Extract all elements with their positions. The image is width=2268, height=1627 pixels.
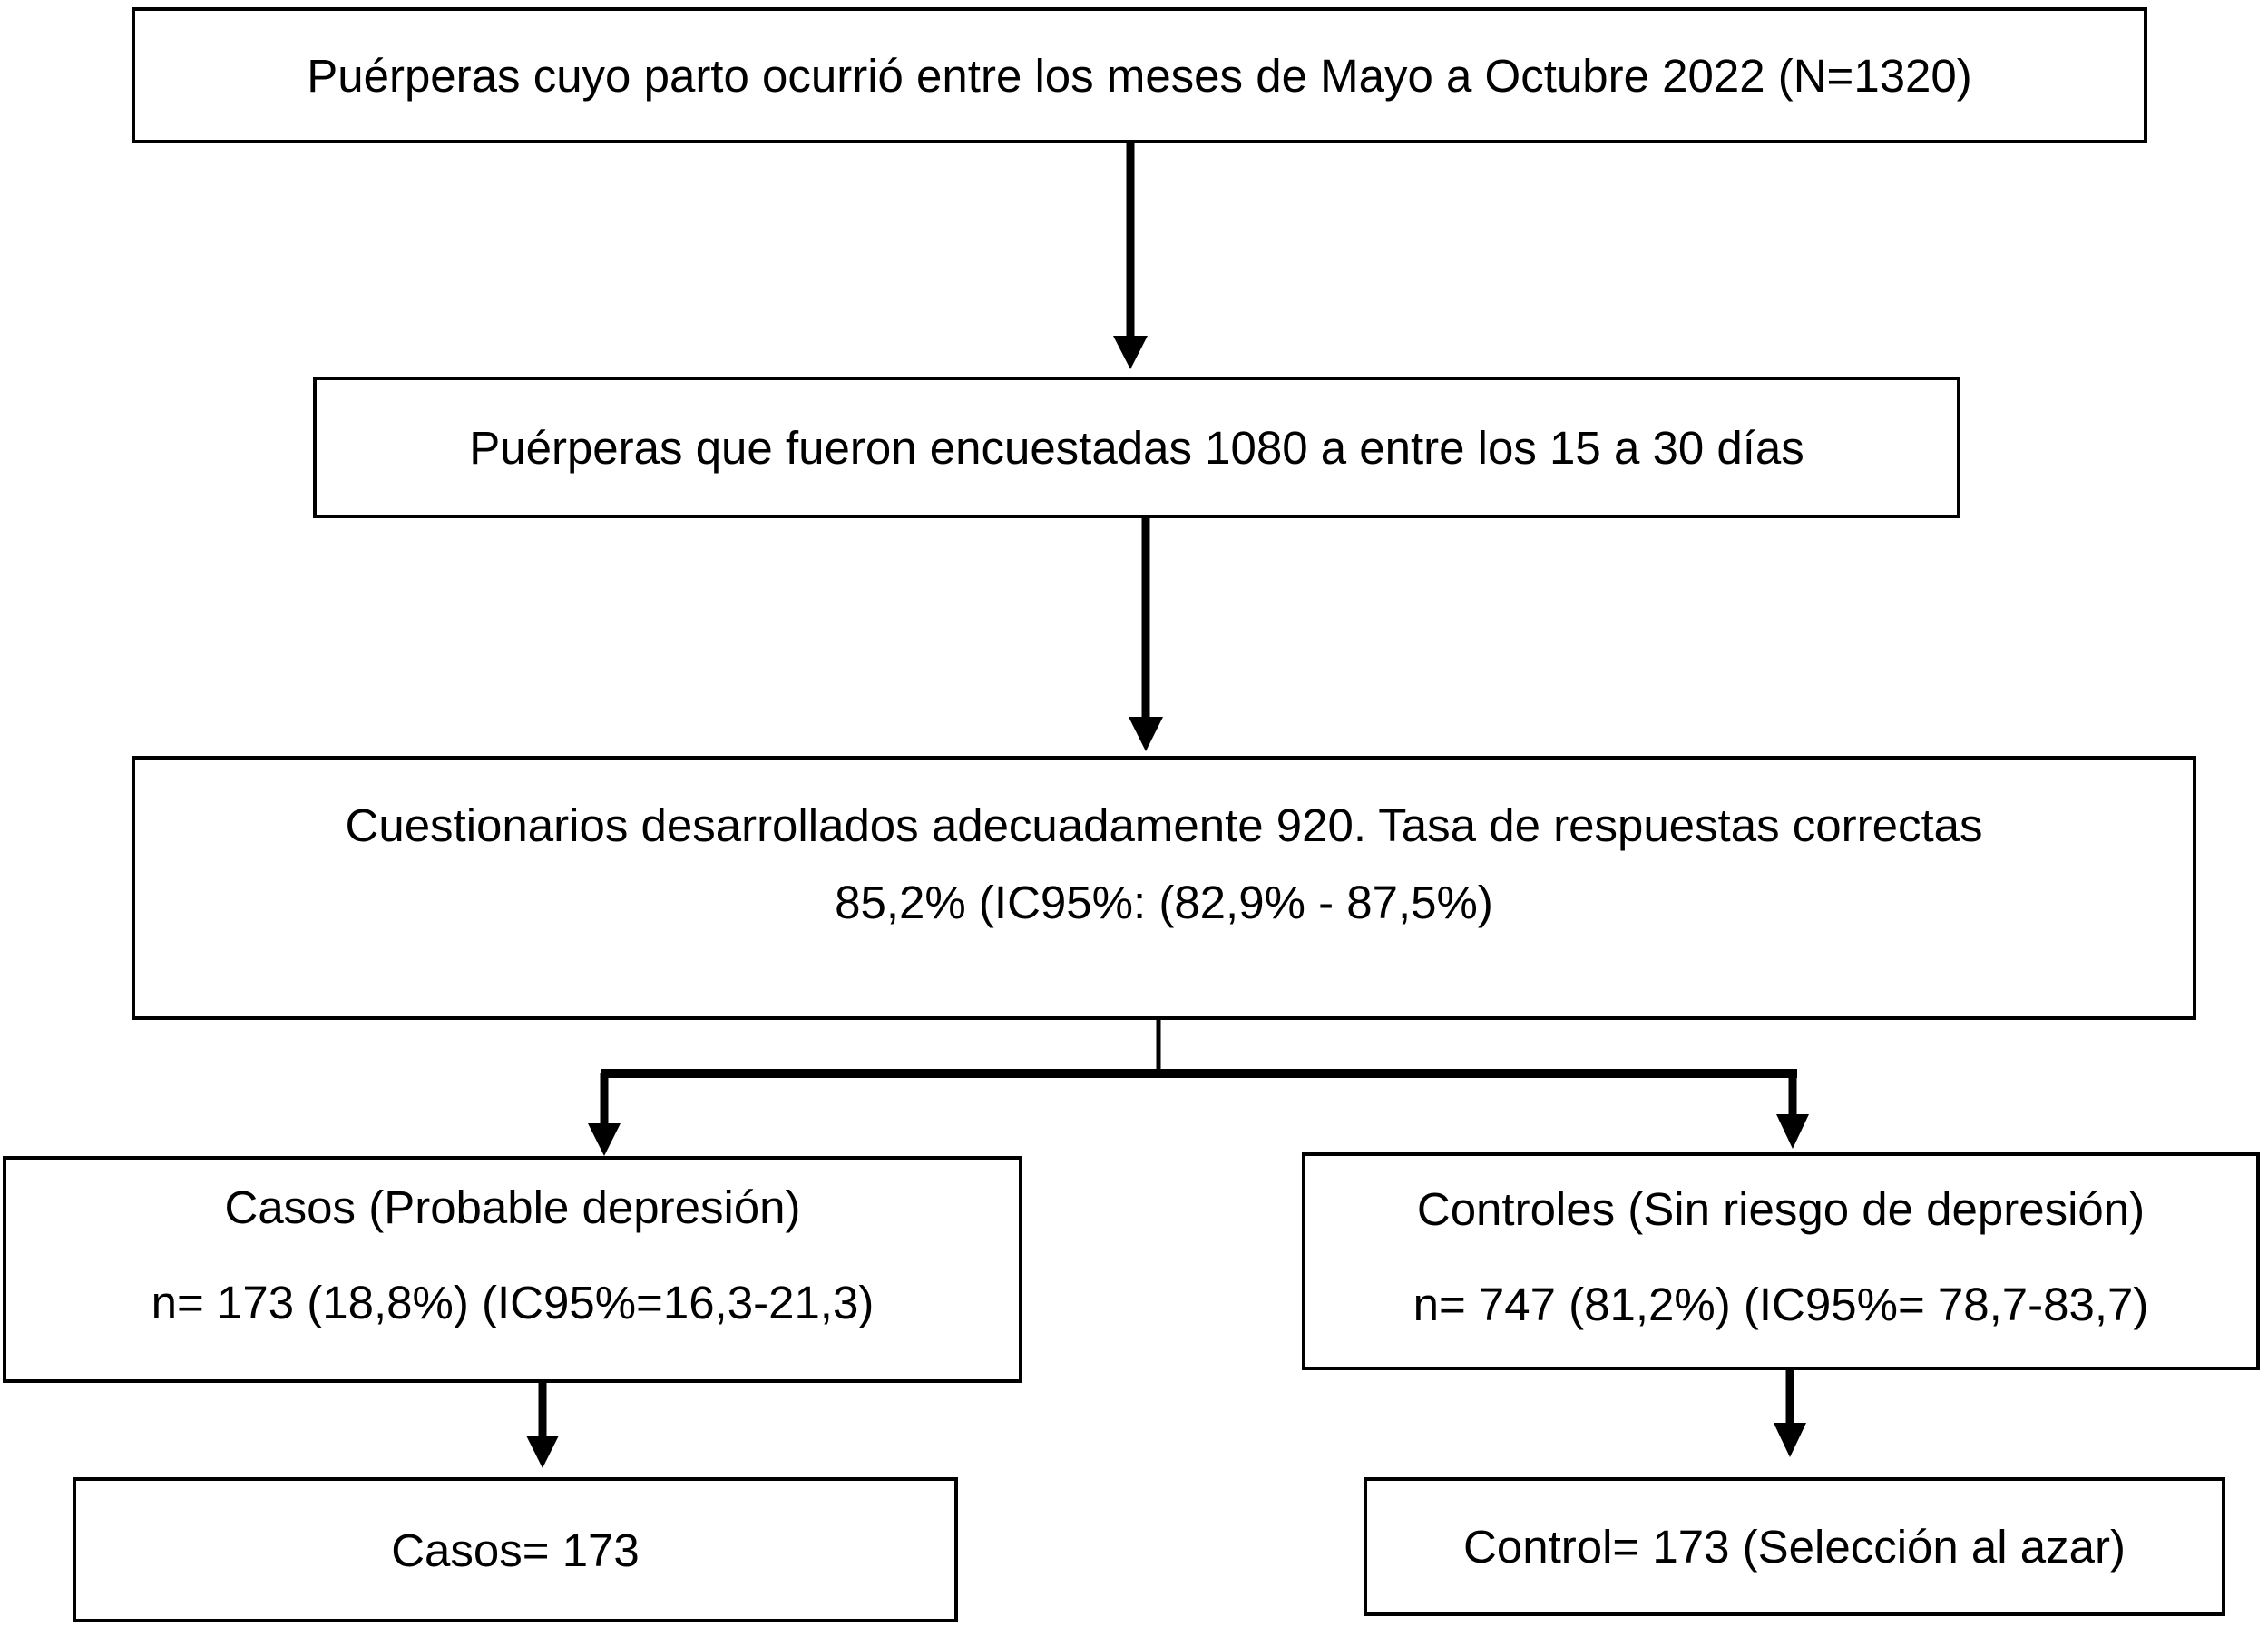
node-text-line2: 85,2% (IC95%: (82,9% - 87,5%) bbox=[835, 877, 1493, 928]
arrow-head bbox=[1129, 717, 1163, 751]
node-casos-seleccionados: Casos= 173 bbox=[73, 1477, 958, 1622]
node-text: Puérperas que fueron encuestadas 1080 a … bbox=[469, 421, 1804, 474]
node-text: Casos= 173 bbox=[391, 1524, 640, 1576]
arrow-head bbox=[1774, 1423, 1806, 1457]
node-text-line2: n= 747 (81,2%) (IC95%= 78,7-83,7) bbox=[1413, 1279, 2149, 1330]
node-text-line1: Casos (Probable depresión) bbox=[224, 1181, 801, 1233]
node-casos: Casos (Probable depresión) n= 173 (18,8%… bbox=[3, 1156, 1022, 1383]
node-text: Control= 173 (Selección al azar) bbox=[1463, 1521, 2126, 1573]
branch-right-arrow-head bbox=[1776, 1114, 1809, 1149]
arrow-head bbox=[1113, 336, 1148, 369]
node-text: Puérperas cuyo parto ocurrió entre los m… bbox=[307, 49, 1972, 102]
arrow-encuestadas-to-cuestionarios bbox=[1129, 518, 1163, 751]
node-controles-seleccionados: Control= 173 (Selección al azar) bbox=[1364, 1477, 2225, 1616]
node-text-line1: Cuestionarios desarrollados adecuadament… bbox=[345, 799, 1983, 851]
arrow-casos-to-seleccion bbox=[526, 1383, 559, 1468]
node-encuestadas: Puérperas que fueron encuestadas 1080 a … bbox=[313, 377, 1960, 518]
arrow-controles-to-seleccion bbox=[1774, 1370, 1806, 1457]
branch-left-arrow-head bbox=[588, 1123, 621, 1156]
arrow-poblacion-to-encuestadas bbox=[1113, 143, 1148, 369]
node-cuestionarios: Cuestionarios desarrollados adecuadament… bbox=[132, 756, 2196, 1020]
arrow-head bbox=[526, 1436, 559, 1468]
branch-connector bbox=[588, 1018, 1809, 1156]
node-text-line2: n= 173 (18,8%) (IC95%=16,3-21,3) bbox=[151, 1277, 875, 1328]
node-text-line1: Controles (Sin riesgo de depresión) bbox=[1416, 1183, 2146, 1235]
node-controles: Controles (Sin riesgo de depresión) n= 7… bbox=[1302, 1152, 2260, 1370]
node-poblacion-inicial: Puérperas cuyo parto ocurrió entre los m… bbox=[132, 7, 2147, 143]
